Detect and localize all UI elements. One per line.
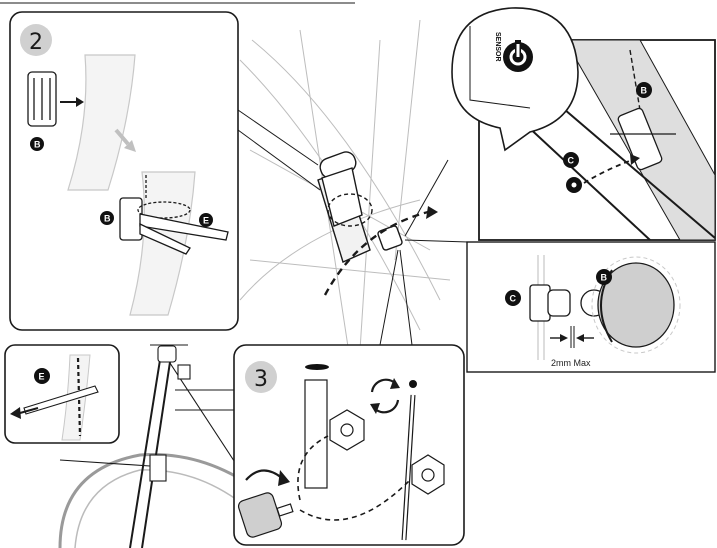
sensor-side-view	[529, 284, 571, 322]
step-2-badge	[20, 24, 52, 56]
fork-sensor-assembly	[317, 151, 438, 296]
step-2-panel: 2 B B	[9, 11, 239, 331]
svg-text:E: E	[203, 216, 209, 226]
step-2-number: 2	[29, 30, 43, 55]
spoke-dot	[409, 380, 417, 388]
sensor-mark-bubble: SENSOR	[451, 7, 579, 152]
sensor-label: SENSOR	[494, 32, 501, 62]
badge-b-detail: B	[636, 82, 652, 98]
step-3-panel: 3	[233, 344, 465, 546]
gap-arrows	[550, 326, 594, 348]
pull-arrow	[19, 407, 39, 414]
svg-text:C: C	[568, 156, 575, 166]
badge-e-inset: E	[34, 368, 50, 384]
svg-text:B: B	[34, 140, 41, 150]
sensor-on-fork	[610, 107, 676, 171]
spoke-rod-left	[304, 379, 328, 489]
svg-text:B: B	[601, 273, 608, 283]
slot-marker	[305, 364, 329, 370]
magnet-disc	[597, 262, 675, 348]
badge-e-panel2: E	[199, 213, 213, 227]
badge-c-gap: C	[505, 290, 521, 306]
rotate-icon	[370, 378, 400, 414]
badge-b-gap: B	[596, 269, 612, 285]
gap-note: 2mm Max	[551, 358, 591, 368]
fork-tube-upper	[67, 54, 136, 191]
step-3-number: 3	[254, 367, 268, 392]
path-to-nut-upper	[297, 435, 329, 501]
arrow-down-right-icon	[124, 140, 136, 152]
alignment-path	[583, 159, 633, 184]
turn-arrow	[245, 469, 290, 486]
arrow-left-icon	[10, 407, 21, 419]
svg-text:C: C	[510, 294, 517, 304]
svg-text:B: B	[104, 214, 111, 224]
sensor-target-icon	[503, 40, 533, 72]
nut-upper	[329, 409, 365, 451]
svg-text:B: B	[641, 86, 648, 96]
bicycle-frame-scene	[58, 344, 271, 548]
nut-lower	[411, 454, 445, 495]
sensor-unit-mounted	[119, 175, 229, 255]
path-to-nut-lower	[299, 479, 411, 521]
cable-tie-inset: E	[4, 344, 120, 444]
gap-detail-panel: C B 2mm Max	[466, 241, 716, 373]
leader-lines	[237, 109, 469, 346]
sensor-unit-upper	[27, 71, 57, 127]
badge-b-upper: B	[30, 137, 44, 151]
transition-arrow	[114, 128, 130, 146]
svg-text:E: E	[39, 372, 45, 382]
badge-c-detail: C	[563, 152, 579, 168]
step-3-badge	[245, 361, 277, 393]
arrow-right-icon	[76, 97, 84, 107]
badge-b-lower: B	[100, 211, 114, 225]
magnet-knob	[237, 492, 294, 538]
